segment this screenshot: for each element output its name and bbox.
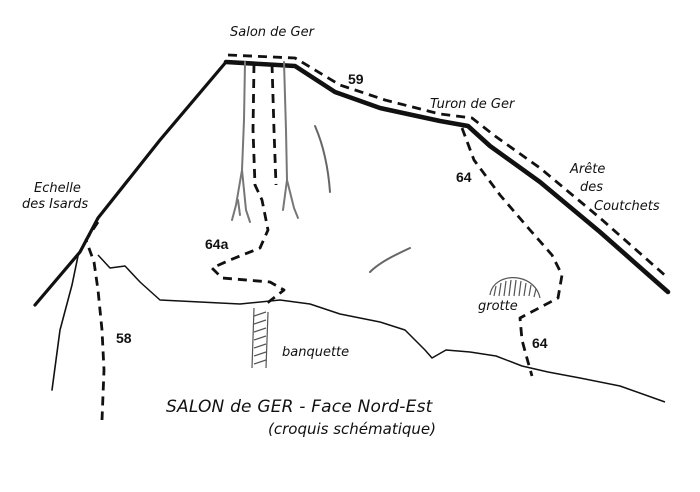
crack-middle [369, 247, 411, 273]
route-59-number: 59 [348, 71, 364, 87]
banquette-label: banquette [282, 345, 350, 360]
route-59-line [227, 53, 669, 280]
route-64-upper-number: 64 [456, 169, 472, 185]
arete-label-line1: Arête [570, 162, 606, 177]
route-lines [84, 53, 669, 421]
central-gullies [231, 61, 299, 223]
grotte-label: grotte [478, 299, 518, 314]
arete-label-line3: Coutchets [594, 199, 660, 214]
echelle-label-line1: Echelle [34, 181, 81, 196]
arete-label-line2: des [580, 180, 604, 195]
route-64a-left-branch [270, 63, 278, 186]
route-64-line [460, 127, 564, 377]
turon-label: Turon de Ger [430, 97, 515, 112]
caption-subtitle: (croquis schématique) [268, 420, 436, 438]
banquette-hatch [251, 307, 269, 369]
route-58-line [84, 221, 106, 421]
crack-left [314, 125, 331, 193]
route-58-number: 58 [116, 330, 132, 346]
ridge-emphasis [223, 59, 671, 295]
route-64-lower-number: 64 [532, 335, 548, 351]
left-buttress-outline [51, 255, 79, 391]
route-64a-line [210, 63, 286, 306]
caption-title: SALON de GER - Face Nord-Est [166, 397, 433, 417]
summit-label: Salon de Ger [230, 25, 314, 40]
grotte-hatch [489, 277, 541, 299]
echelle-label-line2: des Isards [22, 197, 89, 212]
face-base-outline [97, 254, 666, 403]
route-64a-number: 64a [205, 236, 229, 252]
